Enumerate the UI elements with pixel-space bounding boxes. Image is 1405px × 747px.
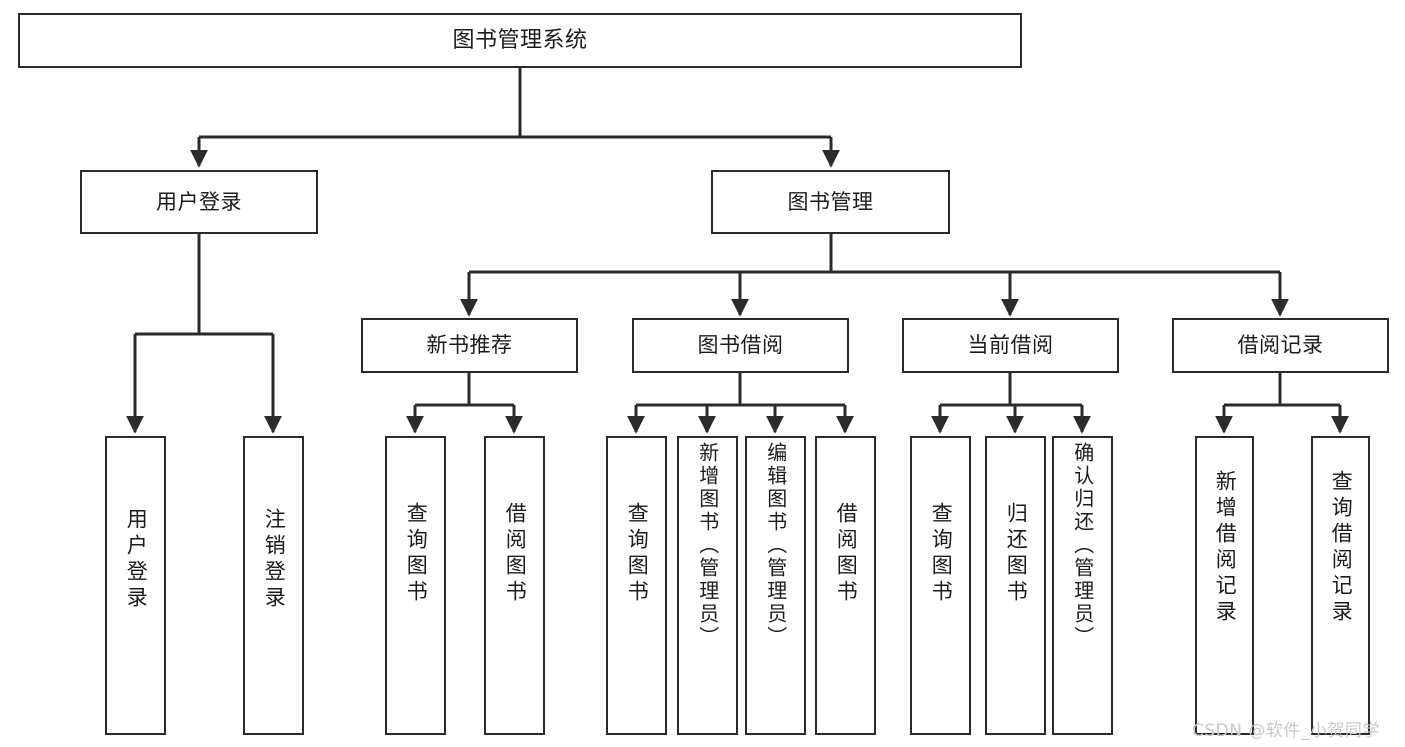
node-book-borrow[interactable]: 图书借阅 [632, 318, 849, 373]
leaf-return-book[interactable]: 归还图书 [985, 436, 1046, 735]
node-current-borrow[interactable]: 当前借阅 [902, 318, 1119, 373]
node-current-borrow-label: 当前借阅 [967, 333, 1054, 358]
node-root[interactable]: 图书管理系统 [18, 13, 1022, 68]
node-root-label: 图书管理系统 [452, 27, 588, 53]
watermark: CSDN @软件_小贺同学 [1192, 721, 1380, 741]
node-book-borrow-label: 图书借阅 [697, 333, 784, 358]
leaf-query-book-1[interactable]: 查询图书 [385, 436, 446, 735]
leaf-logout-label: 注销登录 [262, 508, 287, 612]
leaf-borrow-book-2-label: 借阅图书 [834, 502, 859, 606]
leaf-query-record[interactable]: 查询借阅记录 [1311, 436, 1370, 735]
node-new-book-recommend-label: 新书推荐 [426, 333, 513, 358]
leaf-query-book-2[interactable]: 查询图书 [606, 436, 667, 735]
leaf-borrow-book-1-label: 借阅图书 [503, 502, 528, 606]
leaf-confirm-return[interactable]: 确认归还（管理员） [1052, 436, 1113, 735]
leaf-return-book-label: 归还图书 [1004, 502, 1029, 606]
leaf-confirm-return-label: 确认归还（管理员） [1070, 442, 1095, 649]
node-new-book-recommend[interactable]: 新书推荐 [361, 318, 578, 373]
node-book-manage[interactable]: 图书管理 [711, 170, 950, 234]
leaf-user-login[interactable]: 用户登录 [105, 436, 166, 735]
leaf-edit-book[interactable]: 编辑图书（管理员） [745, 436, 806, 735]
node-user-login-label: 用户登录 [156, 189, 242, 214]
node-borrow-record-label: 借阅记录 [1237, 333, 1324, 358]
leaf-add-book[interactable]: 新增图书（管理员） [677, 436, 738, 735]
leaf-query-book-1-label: 查询图书 [404, 502, 429, 606]
leaf-logout[interactable]: 注销登录 [243, 436, 304, 735]
leaf-query-book-2-label: 查询图书 [625, 502, 650, 606]
leaf-edit-book-label: 编辑图书（管理员） [763, 442, 788, 649]
node-user-login[interactable]: 用户登录 [80, 170, 318, 234]
leaf-add-book-label: 新增图书（管理员） [695, 442, 720, 649]
leaf-query-book-3-label: 查询图书 [929, 502, 954, 606]
leaf-borrow-book-2[interactable]: 借阅图书 [815, 436, 876, 735]
node-borrow-record[interactable]: 借阅记录 [1172, 318, 1389, 373]
leaf-add-record[interactable]: 新增借阅记录 [1195, 436, 1254, 735]
node-book-manage-label: 图书管理 [787, 189, 874, 214]
leaf-user-login-label: 用户登录 [124, 508, 149, 612]
leaf-add-record-label: 新增借阅记录 [1213, 470, 1238, 626]
leaf-query-book-3[interactable]: 查询图书 [910, 436, 971, 735]
leaf-borrow-book-1[interactable]: 借阅图书 [484, 436, 545, 735]
leaf-query-record-label: 查询借阅记录 [1329, 470, 1354, 626]
